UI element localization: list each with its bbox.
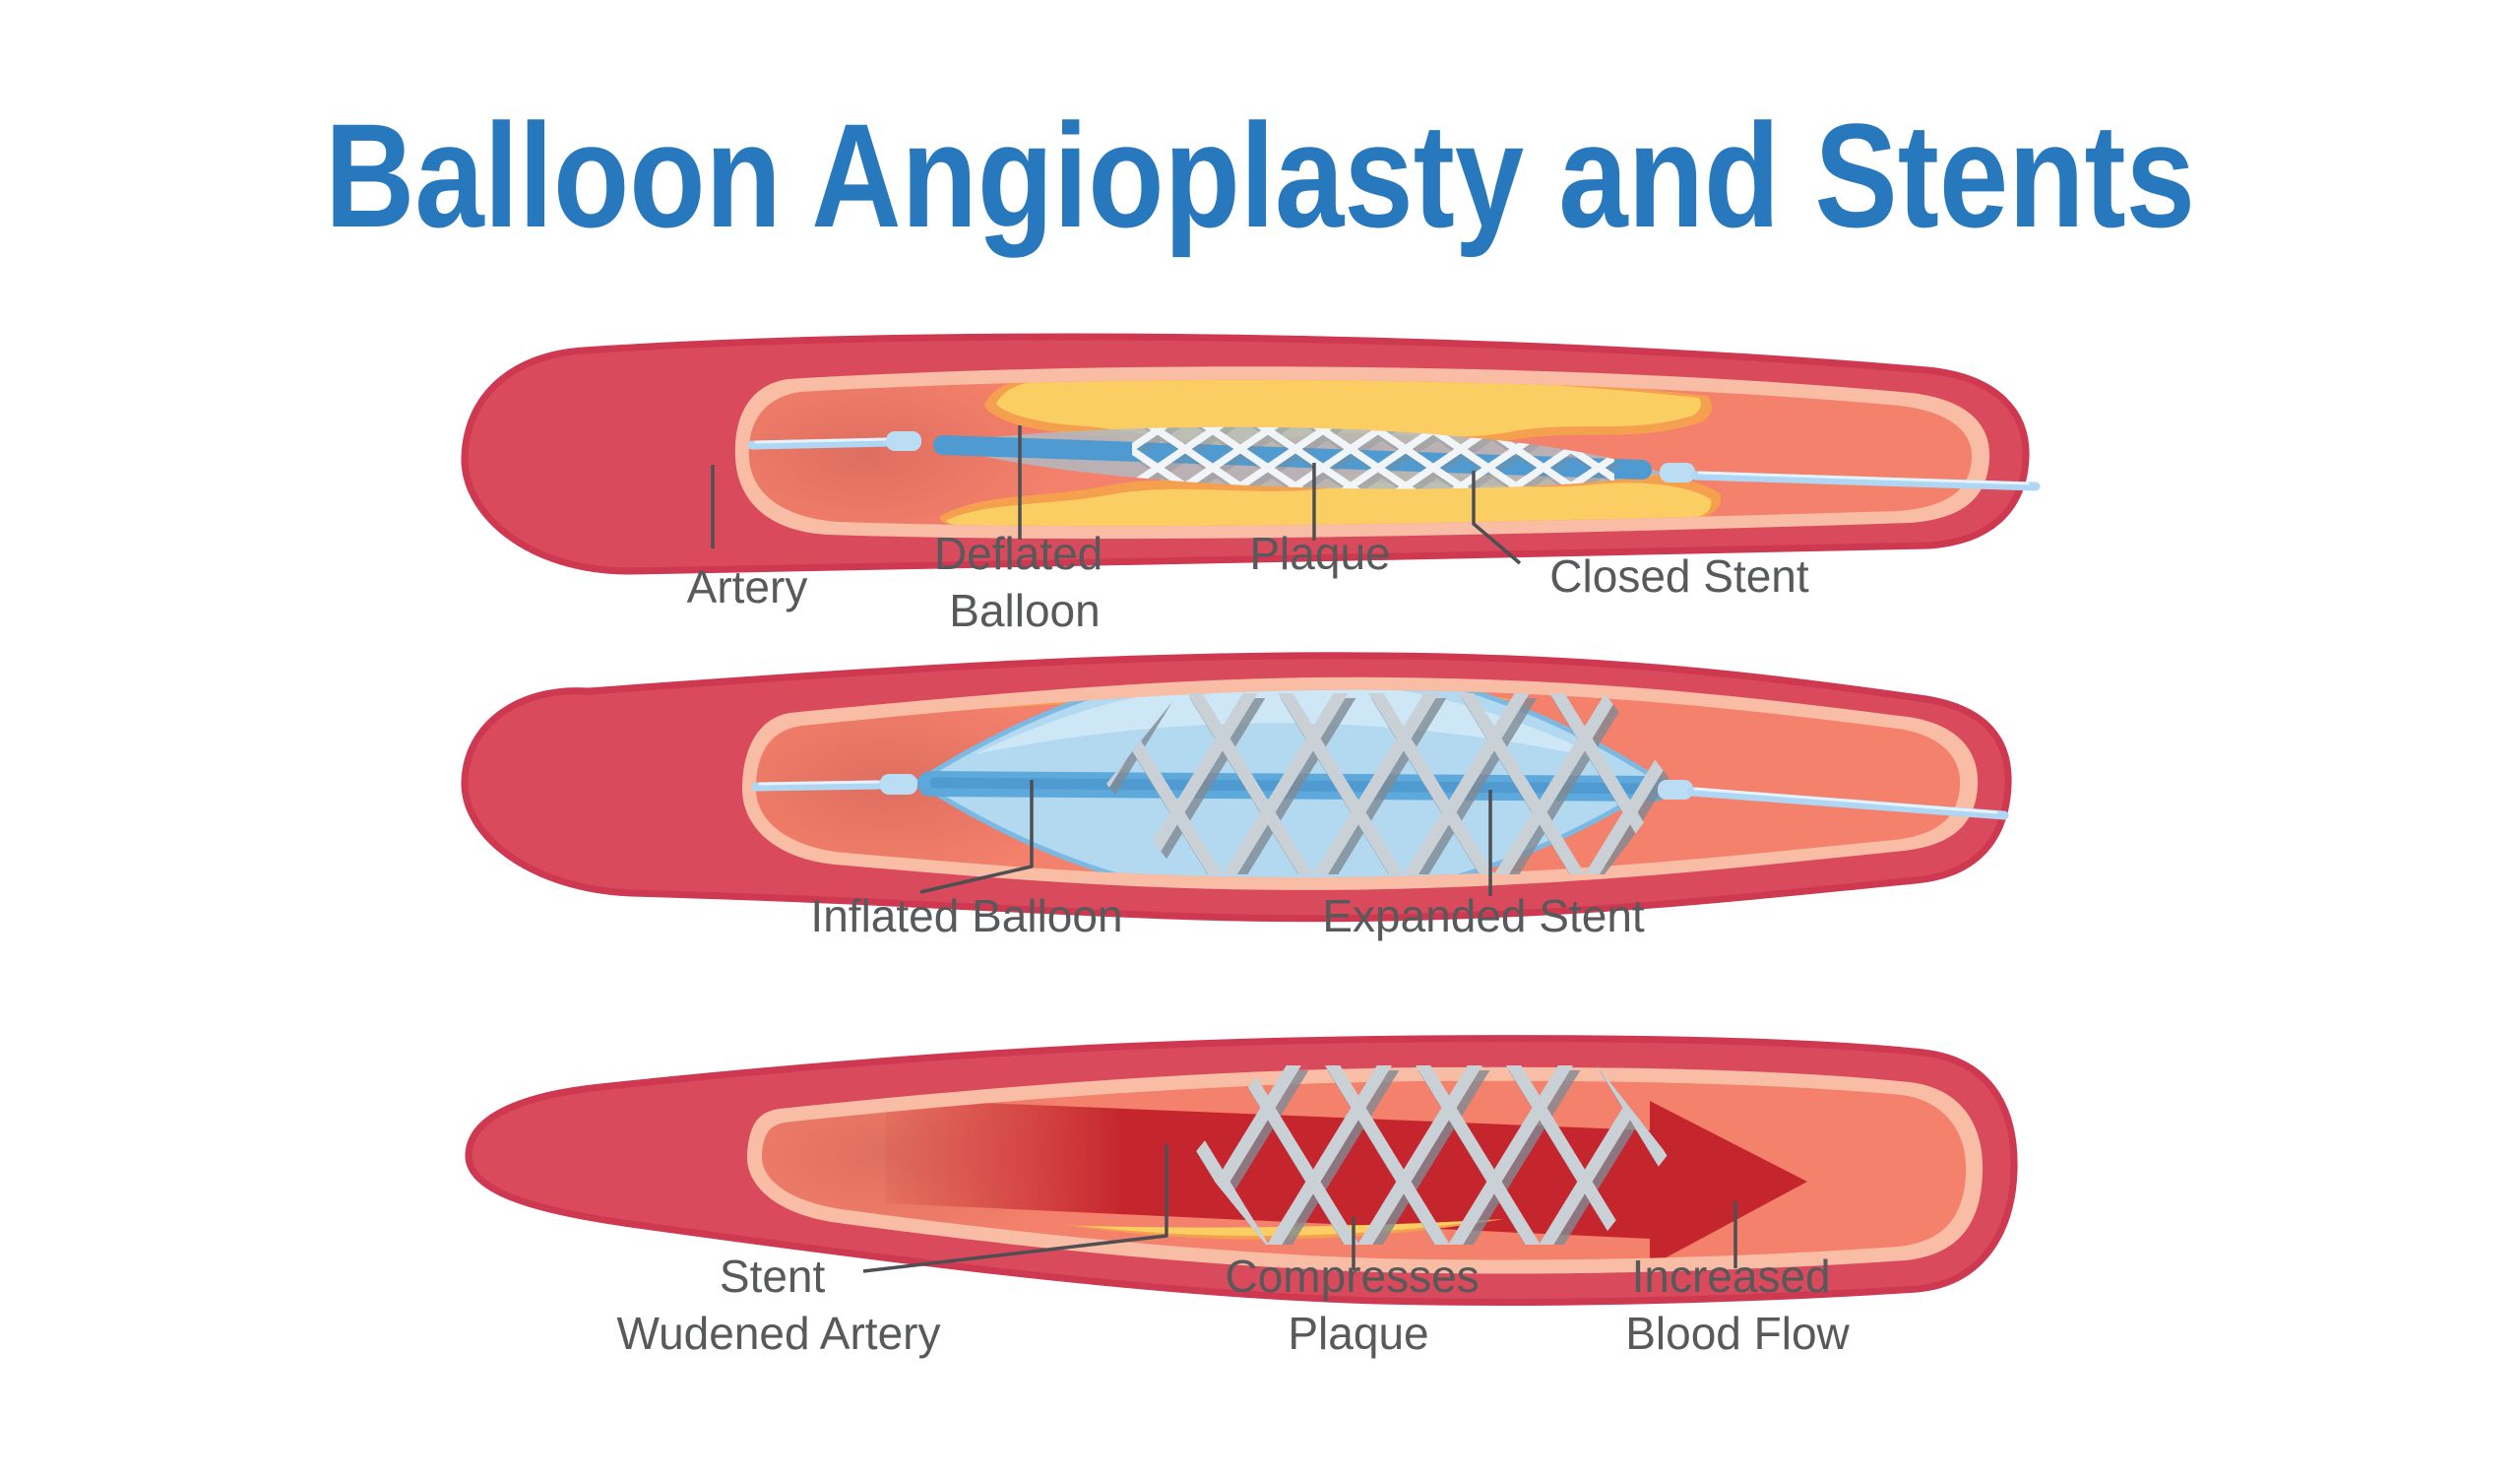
panel-balloon-inflation: Inflated Balloon Expanded Stent [461, 652, 2012, 941]
catheter-sleeve-left [886, 431, 921, 451]
catheter-assembly [747, 426, 2041, 491]
panel3-annotations: Stent Wudened Artery Compresses Plaque I… [616, 1144, 1851, 1359]
label-closed-stent: Closed Stent [1549, 550, 1809, 602]
guidewire-left-highlight [754, 437, 888, 444]
guidewire-left [751, 780, 889, 792]
guidewire [751, 774, 2009, 820]
leader-closed-stent [1472, 471, 1522, 565]
leader-inflated-balloon [919, 780, 1034, 894]
guidewire-right [1690, 471, 2041, 491]
plaque-deposits [939, 379, 1722, 527]
expanded-stent-mesh [1106, 693, 1673, 874]
guidewire-left-highlight [758, 780, 880, 786]
label-compresses-plaque: Compresses Plaque [1226, 1251, 1492, 1359]
label-stent-widened-artery: Stent Wudened Artery [616, 1251, 940, 1359]
label-increased-blood-flow: Increased Blood Flow [1625, 1251, 1850, 1359]
label-plaque: Plaque [1249, 528, 1390, 579]
guidewire-right-highlight [1693, 787, 1998, 814]
label-expanded-stent: Expanded Stent [1322, 890, 1645, 941]
label-artery: Artery [687, 561, 808, 612]
label-inflated-balloon: Inflated Balloon [810, 890, 1122, 941]
closed-stent-mesh [1132, 426, 1619, 489]
page-title: Balloon Angioplasty and Stents [325, 93, 2195, 258]
catheter-sleeve-right [1660, 463, 1695, 482]
panel-stent-result: Stent Wudened Artery Compresses Plaque I… [465, 1035, 2018, 1359]
panel1-annotations: Artery Deflated Balloon Plaque Closed St… [687, 425, 1809, 636]
leader-stent [862, 1144, 1168, 1273]
label-deflated-balloon: Deflated Balloon [934, 528, 1115, 636]
catheter-sleeve-left [880, 774, 917, 795]
guidewire-right [1686, 787, 2009, 820]
plaque-bottom [946, 482, 1712, 527]
guidewire-left [747, 437, 899, 450]
panel2-annotations: Inflated Balloon Expanded Stent [810, 780, 1645, 941]
catheter-sleeve-right [1658, 780, 1693, 800]
plaque-top [996, 379, 1701, 443]
guidewire-right-highlight [1697, 471, 2030, 485]
panel-balloon-insertion: Artery Deflated Balloon Plaque Closed St… [461, 333, 2041, 636]
implanted-stent-mesh [1193, 1065, 1668, 1245]
